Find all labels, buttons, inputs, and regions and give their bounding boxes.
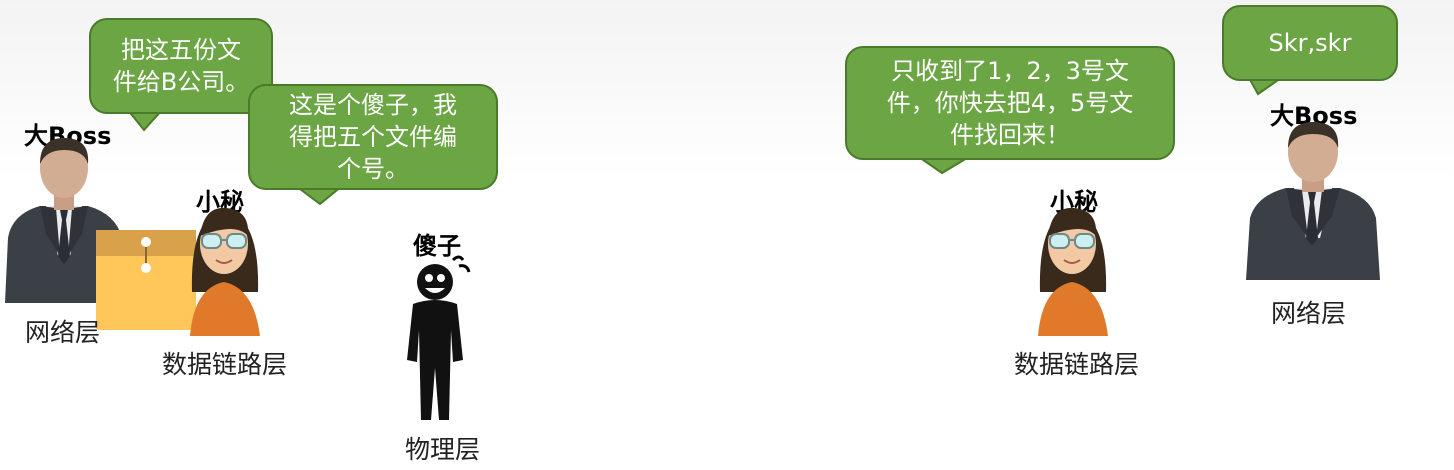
boss-layer-label-left: 网络层 [25, 318, 101, 347]
boss-bubble-tail-left [125, 109, 165, 132]
secretary-layer-label-right: 数据链路层 [1014, 350, 1140, 379]
boss-figure-left [5, 138, 126, 303]
boss-figure-right [1246, 122, 1380, 280]
secretary-speech-bubble-left: 这是个傻子，我 得把五个文件编 个号。 [248, 84, 498, 190]
fool-figure [407, 255, 471, 420]
boss-speech-bubble-right: Skr,skr [1222, 5, 1398, 81]
fool-name: 傻子 [413, 232, 461, 260]
secretary-figure-right [1038, 207, 1108, 336]
secretary-speech-bubble-right: 只收到了1，2，3号文 件，你快去把4，5号文 件找回来！ [845, 46, 1175, 160]
secretary-layer-label-left: 数据链路层 [162, 350, 288, 379]
fool-layer-label: 物理层 [405, 435, 481, 464]
secretary-bubble-tail-left [293, 185, 345, 206]
secretary-figure-left [190, 207, 260, 336]
envelope-icon [96, 230, 196, 330]
boss-layer-label-right: 网络层 [1271, 299, 1347, 328]
boss-speech-bubble-left: 把这五份文 件给B公司。 [89, 18, 273, 114]
